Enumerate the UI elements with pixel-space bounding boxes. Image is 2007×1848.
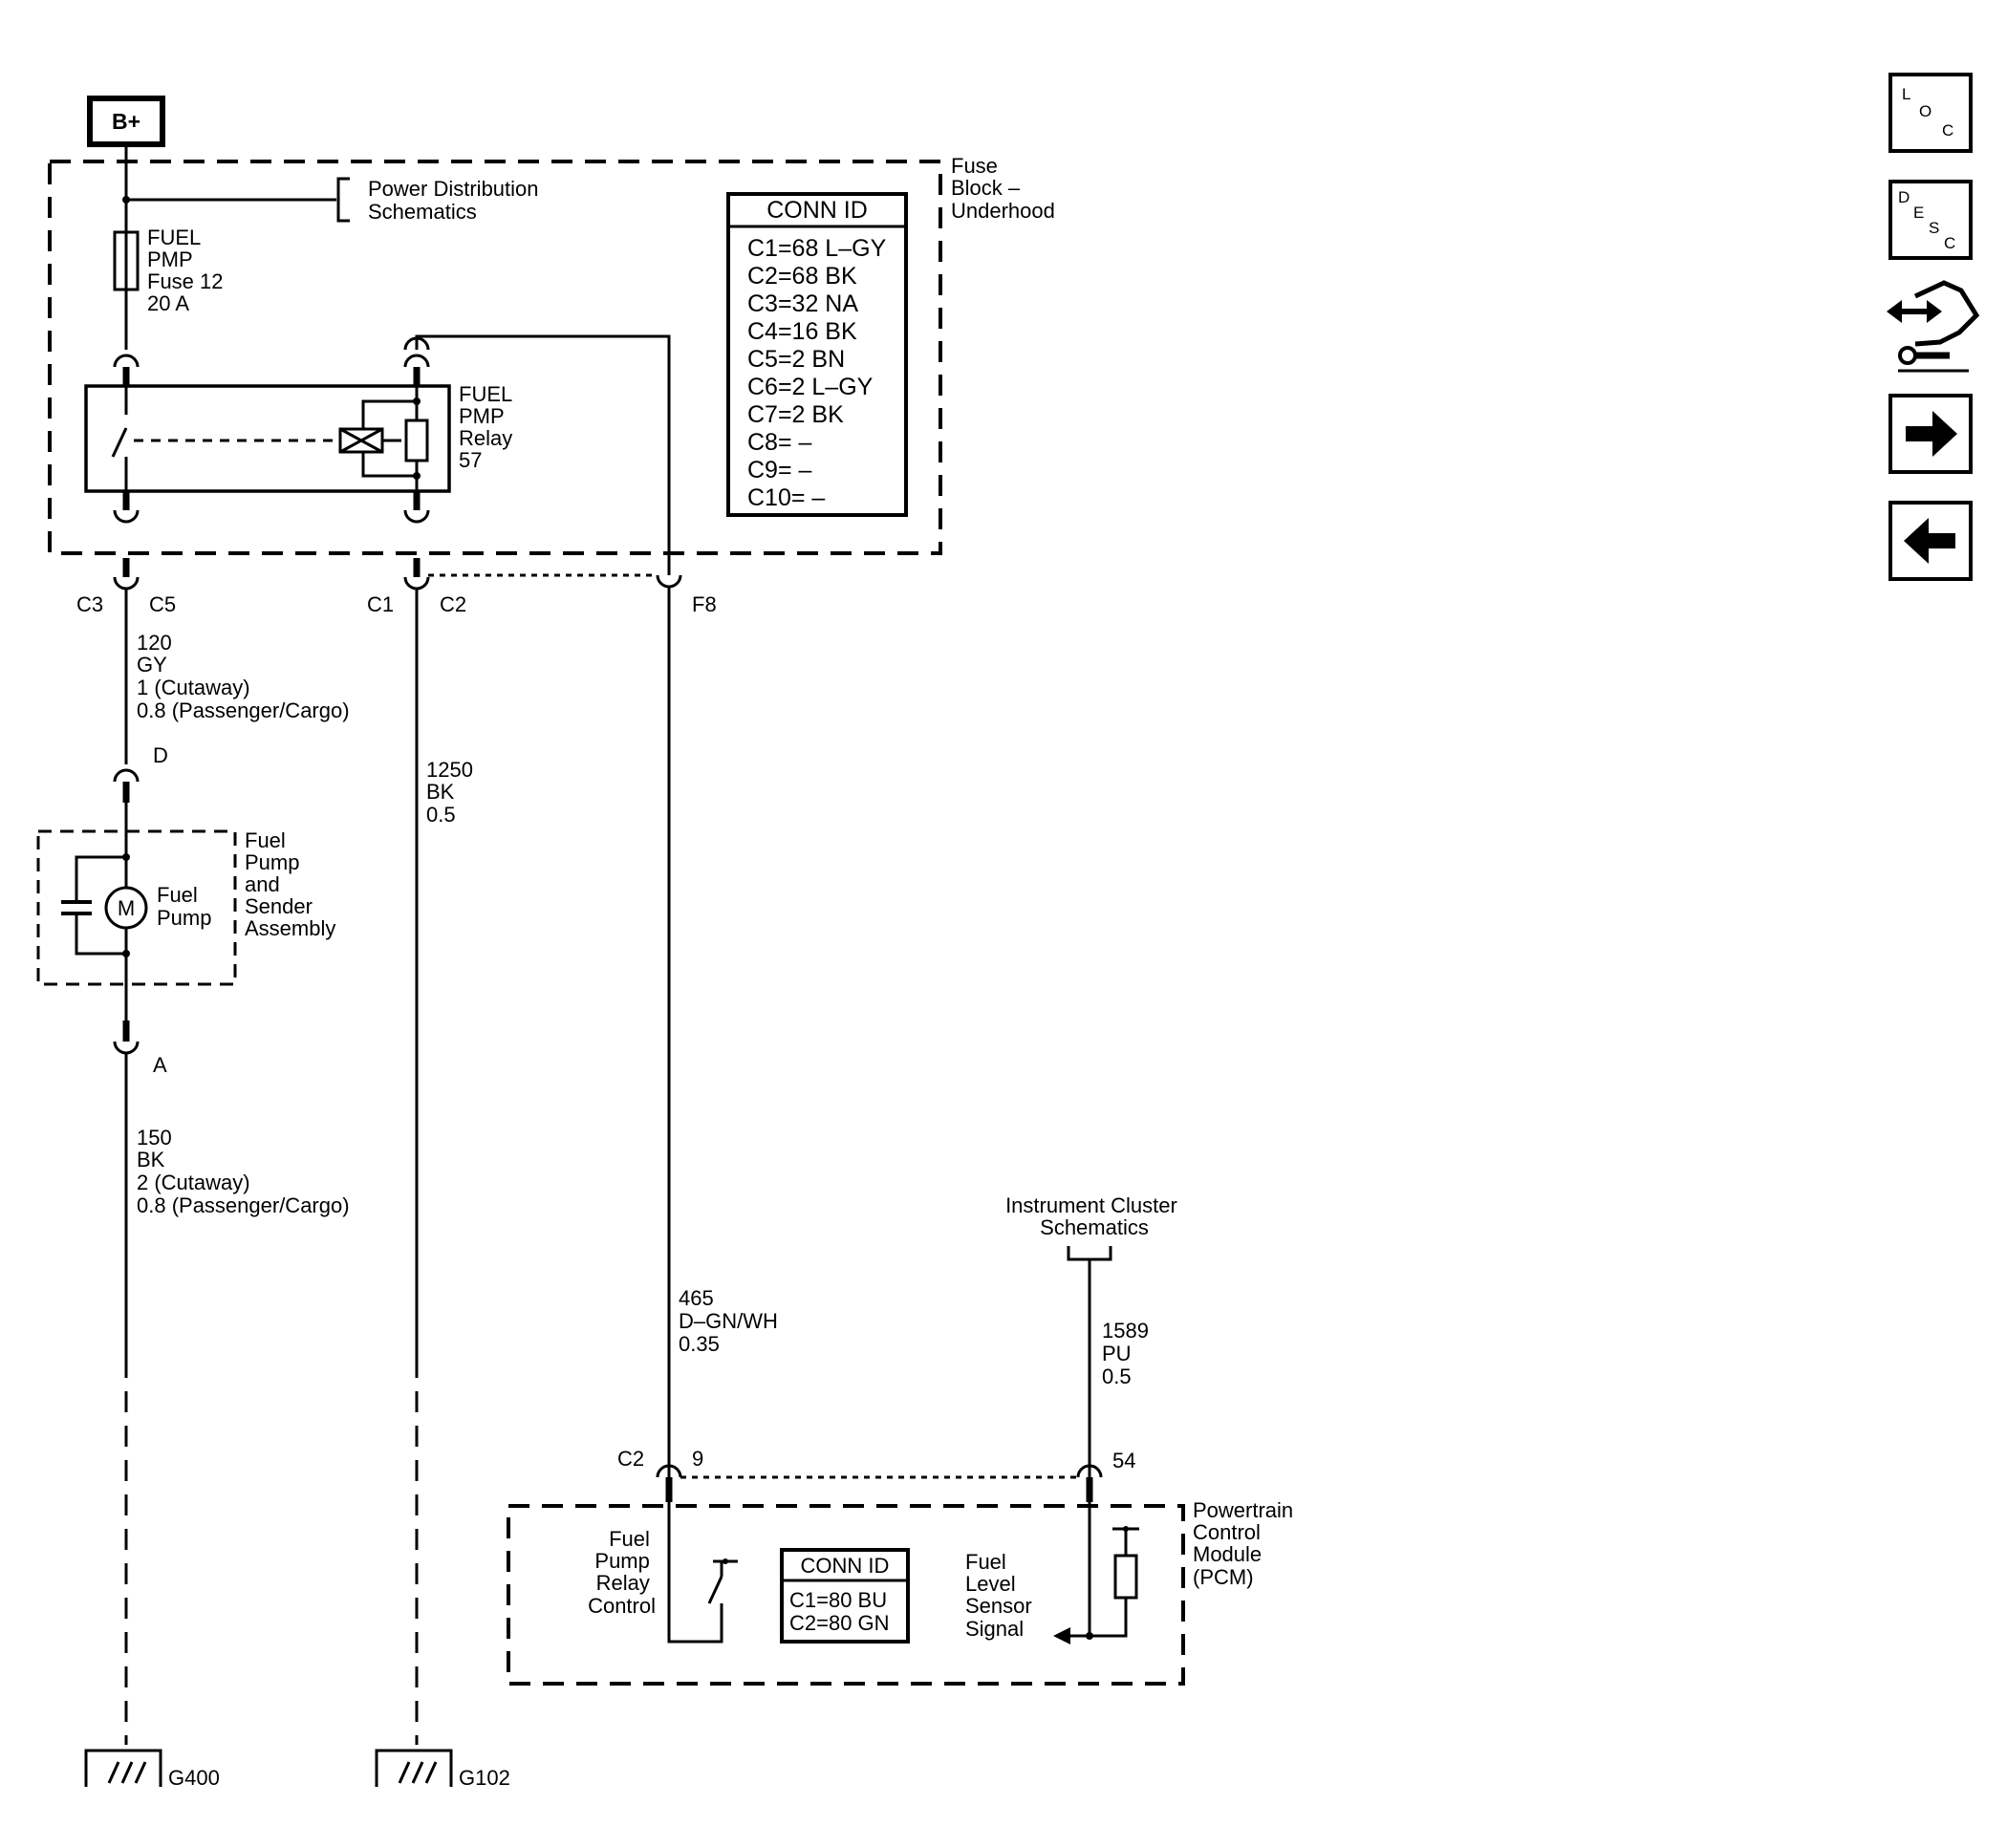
instrument-cluster-ref: Instrument Cluster Schematics [1005,1193,1183,1261]
motor-label: Fuel Pump [157,883,211,930]
power-distribution-ref: Power Distribution Schematics [368,177,545,224]
connector-a: A [153,1053,167,1077]
wire-150-label: 150 BK 2 (Cutaway) 0.8 (Passenger/Cargo) [137,1126,350,1217]
conn-id-title: CONN ID [766,197,868,224]
ground-g102: G102 [375,1749,510,1790]
circuit-120: 120 GY 1 (Cutaway) 0.8 (Passenger/Cargo)… [113,589,350,803]
loc-letter-o: O [1919,102,1931,120]
level-signal-label: Fuel Level Sensor Signal [965,1550,1038,1641]
battery-positive-source: B+ [87,96,165,200]
pcm-conn-id-title: CONN ID [801,1554,890,1578]
ground-g102-label: G102 [459,1766,510,1790]
wire-1250-label: 1250 BK 0.5 [426,758,479,827]
connector-d: D [153,743,168,767]
relay-control-label: Fuel Pump Relay Control [588,1527,656,1618]
connector-c5: C5 [149,592,176,616]
fuel-pump-sender-assembly: M Fuel Pump Fuel Pump and Sender Assembl… [36,803,335,1021]
circuit-1250: 1250 BK 0.5 [415,589,479,1745]
fuse-block-connectors: C3 C5 C1 C2 F8 [76,558,717,616]
fuel-pump-relay [84,384,451,493]
pcm-conn-id-table: CONN ID C1=80 BU C2=80 GN [780,1548,910,1644]
ground-g400-label: G400 [168,1766,220,1790]
loc-letter-l: L [1902,85,1910,103]
pcm-connector-c2: C2 [617,1447,644,1471]
pcm-pin-9: 9 [692,1447,703,1471]
fuse-block-conn-id-table: CONN ID C1=68 L–GY C2=68 BK C3=32 NA C4=… [726,192,908,517]
loc-letter-c: C [1942,121,1953,140]
battery-label: B+ [112,109,140,134]
arrow-right-icon [1906,411,1957,457]
pcm-label: Powertrain Control Module (PCM) [1193,1498,1299,1589]
desc-button[interactable]: D E S C [1888,180,1973,260]
loc-button[interactable]: L O C [1888,73,1973,153]
desc-letter-e: E [1913,204,1924,222]
desc-letter-c: C [1944,234,1955,252]
fuse-block-label: Fuse Block – Underhood [951,154,1055,223]
connector-wrench-icon[interactable] [1887,280,1980,373]
pcm-connectors: C2 9 54 [617,1447,1135,1502]
circuit-150: A 150 BK 2 (Cutaway) 0.8 (Passenger/Carg… [113,1021,350,1745]
relay-label: FUEL PMP Relay 57 [459,382,518,472]
fuse-label: FUEL PMP Fuse 12 20 A [147,226,229,315]
pcm-pin-54: 54 [1112,1449,1135,1472]
desc-letter-s: S [1929,219,1939,237]
previous-page-button[interactable] [1888,501,1973,581]
powertrain-control-module: Powertrain Control Module (PCM) Fuel Pum… [507,1498,1299,1686]
connector-c1: C1 [367,592,394,616]
motor-symbol: M [118,896,135,920]
connector-c3: C3 [76,592,103,616]
conn-id-rows: C1=68 L–GY C2=68 BK C3=32 NA C4=16 BK C5… [747,235,893,511]
wire-465-label: 465 D–GN/WH 0.35 [679,1286,784,1356]
wire-120-label: 120 GY 1 (Cutaway) 0.8 (Passenger/Cargo) [137,631,350,722]
circuit-465: 465 D–GN/WH 0.35 [667,587,784,1477]
arrow-left-icon [1904,518,1955,564]
next-page-button[interactable] [1888,394,1973,474]
connector-c2: C2 [440,592,466,616]
instrument-cluster-label: Instrument Cluster Schematics [1005,1193,1183,1239]
circuit-1589: 1589 PU 0.5 [1088,1259,1155,1477]
wire-1589-label: 1589 PU 0.5 [1102,1319,1155,1388]
fuse-block-underhood: Fuse Block – Underhood Power Distributio… [48,154,1055,575]
ground-g400: G400 [84,1749,220,1790]
connector-f8: F8 [692,592,717,616]
desc-letter-d: D [1898,188,1910,206]
pcm-conn-id-rows: C1=80 BU C2=80 GN [789,1588,893,1635]
assembly-label: Fuel Pump and Sender Assembly [245,828,335,940]
